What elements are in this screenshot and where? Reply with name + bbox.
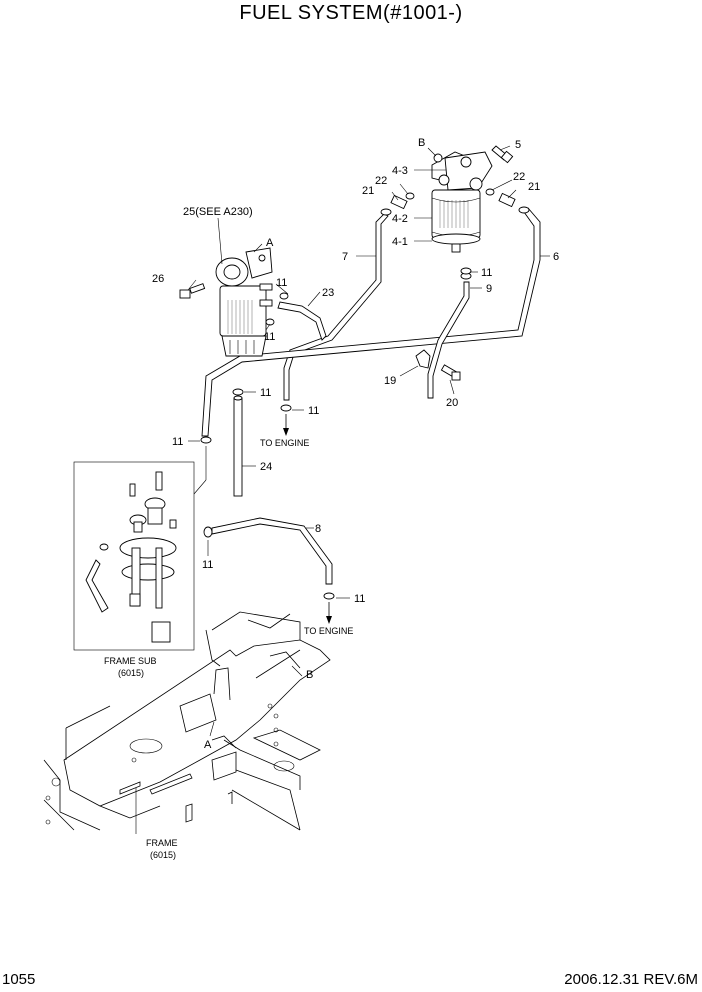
callout-20: 20 [446,397,458,409]
fuel-sender-unit [85,471,177,643]
to-engine-note-2: TO ENGINE [304,626,353,636]
callout-7: 7 [342,251,348,263]
callout-11-g: 11 [202,559,213,571]
callout-24: 24 [260,461,272,473]
callout-6: 6 [553,251,559,263]
bolt-20 [440,364,461,381]
hose-6 [201,207,541,437]
callout-11-d: 11 [260,387,271,399]
callout-9: 9 [486,283,492,295]
callout-23: 23 [322,287,334,299]
water-separator-assembly [215,247,273,357]
callout-26: 26 [152,273,164,285]
revision-date: 2006.12.31 REV.6M [564,971,698,988]
page-number: 1055 [2,971,36,988]
frame-sub-label: FRAME SUB [104,656,157,666]
hose-23 [277,301,327,341]
leader-lines [135,145,550,834]
callout-19: 19 [384,375,396,387]
callout-a-bottom: A [204,739,212,751]
callout-11-e: 11 [308,405,319,417]
callout-22-left: 22 [375,175,387,187]
frame-label: FRAME [146,838,178,848]
page-title: FUEL SYSTEM(#1001-) [239,2,463,24]
fitting-21-22-left [390,192,415,210]
callout-11-h: 11 [354,593,365,605]
callout-25: 25(SEE A230) [183,206,253,218]
callout-22-right: 22 [513,171,525,183]
hose-9 [427,281,470,399]
to-engine-note-1: TO ENGINE [260,438,309,448]
frame-sub-detail-box [73,461,195,651]
frame-sub-ref: (6015) [118,668,144,678]
bolt-5 [491,145,514,164]
frame-ref: (6015) [150,850,176,860]
callout-11-a: 11 [276,277,287,289]
callout-11-c: 11 [481,267,492,279]
callout-5: 5 [515,139,521,151]
hose-24 [233,397,243,497]
callout-21-right: 21 [528,181,540,193]
hose-8 [211,517,333,585]
clip-19 [415,349,431,369]
callout-4-1: 4-1 [392,236,408,248]
callout-4-2: 4-2 [392,213,408,225]
callout-8: 8 [315,523,321,535]
hose-7 [283,213,389,401]
bolt-26 [179,283,206,299]
frame-structure [43,611,331,831]
callout-a-top: A [266,237,274,249]
callout-11-b: 11 [264,331,275,343]
callout-21-left: 21 [362,185,374,197]
fitting-21-22-right [485,188,516,208]
callout-b-top: B [418,137,425,149]
callout-b-bottom: B [306,669,313,681]
fuel-filter-assembly [431,151,493,253]
callout-4-3: 4-3 [392,165,408,177]
callout-11-f: 11 [172,436,183,448]
